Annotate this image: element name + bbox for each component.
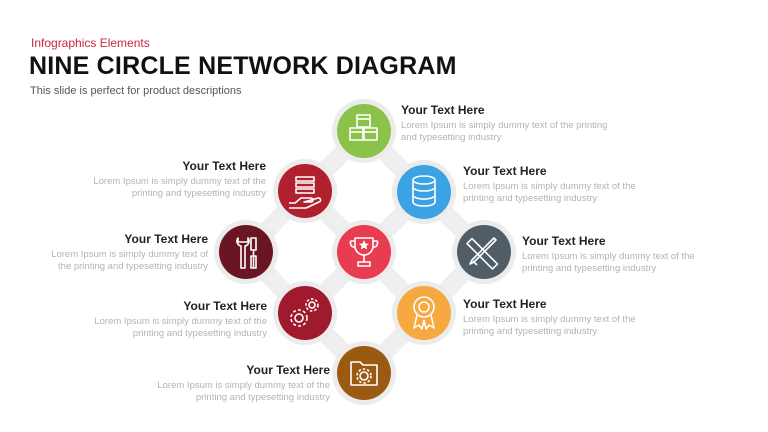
kicker-text: Infographics Elements [31, 36, 150, 50]
tools-icon [236, 237, 257, 269]
label-line-2: printing and typesetting industry [132, 327, 267, 339]
node-lower-right [392, 281, 456, 345]
hand-stack-icon [289, 176, 322, 209]
label-description: Lorem Ipsum is simply dummy text of the … [110, 380, 330, 403]
label-description: Lorem Ipsum is simply dummy text of the … [522, 251, 742, 274]
label-line-1: Lorem Ipsum is simply dummy text of the [94, 316, 267, 327]
label-description: Lorem Ipsum is simply dummy text of the … [401, 120, 621, 143]
label-upper-left: Your Text Here Lorem Ipsum is simply dum… [46, 159, 266, 199]
label-line-1: Lorem Ipsum is simply dummy text of the [522, 251, 695, 262]
label-line-2: printing and typesetting industry [195, 391, 330, 403]
label-line-2: printing and typesetting industry [522, 262, 657, 274]
label-description: Lorem Ipsum is simply dummy text of the … [47, 316, 267, 339]
gears-icon [290, 298, 319, 327]
label-heading: Your Text Here [463, 297, 547, 311]
award-ribbon-icon [413, 296, 435, 330]
label-line-1: Lorem Ipsum is simply dummy text of the [463, 314, 636, 325]
label-line-1: Lorem Ipsum is simply dummy text of the … [401, 120, 608, 131]
folder-gear-icon [350, 361, 378, 386]
node-right [452, 220, 516, 284]
database-icon [412, 175, 436, 207]
node-top [332, 99, 396, 163]
label-line-2: printing and typesetting industry [463, 325, 598, 337]
label-line-1: Lorem Ipsum is simply dummy text of the [93, 176, 266, 187]
node-center [332, 220, 396, 284]
label-heading: Your Text Here [182, 159, 266, 173]
label-heading: Your Text Here [463, 164, 547, 178]
label-heading: Your Text Here [183, 299, 267, 313]
node-lower-left [273, 281, 337, 345]
label-description: Lorem Ipsum is simply dummy text of the … [46, 176, 266, 199]
label-upper-right: Your Text Here Lorem Ipsum is simply dum… [463, 164, 683, 204]
cubes-icon [349, 114, 378, 141]
slide-subtitle: This slide is perfect for product descri… [30, 85, 242, 97]
label-line-1: Lorem Ipsum is simply dummy text of the [463, 181, 636, 192]
label-line-2: the printing and typesetting industry [58, 260, 208, 272]
label-top: Your Text Here Lorem Ipsum is simply dum… [401, 103, 621, 143]
label-description: Lorem Ipsum is simply dummy text of the … [0, 249, 208, 272]
label-heading: Your Text Here [124, 232, 208, 246]
label-description: Lorem Ipsum is simply dummy text of the … [463, 181, 683, 204]
label-right: Your Text Here Lorem Ipsum is simply dum… [522, 234, 742, 274]
label-line-2: printing and typesetting industry [463, 192, 598, 204]
label-left: Your Text Here Lorem Ipsum is simply dum… [0, 232, 208, 272]
trophy-icon [349, 237, 379, 267]
label-heading: Your Text Here [522, 234, 606, 248]
node-upper-left [273, 159, 337, 223]
node-bottom [332, 341, 396, 405]
label-description: Lorem Ipsum is simply dummy text of the … [463, 314, 683, 337]
pencil-ruler-icon [466, 237, 499, 270]
label-lower-left: Your Text Here Lorem Ipsum is simply dum… [47, 299, 267, 339]
node-left [214, 220, 278, 284]
label-line-2: printing and typesetting industry [131, 187, 266, 199]
label-line-2: and typesetting industry [401, 131, 502, 143]
label-bottom: Your Text Here Lorem Ipsum is simply dum… [110, 363, 330, 403]
label-heading: Your Text Here [246, 363, 330, 377]
label-line-1: Lorem Ipsum is simply dummy text of the [157, 380, 330, 391]
label-heading: Your Text Here [401, 103, 485, 117]
label-line-1: Lorem Ipsum is simply dummy text of [51, 249, 208, 260]
slide-title: NINE CIRCLE NETWORK DIAGRAM [29, 52, 457, 80]
node-upper-right [392, 160, 456, 224]
label-lower-right: Your Text Here Lorem Ipsum is simply dum… [463, 297, 683, 337]
